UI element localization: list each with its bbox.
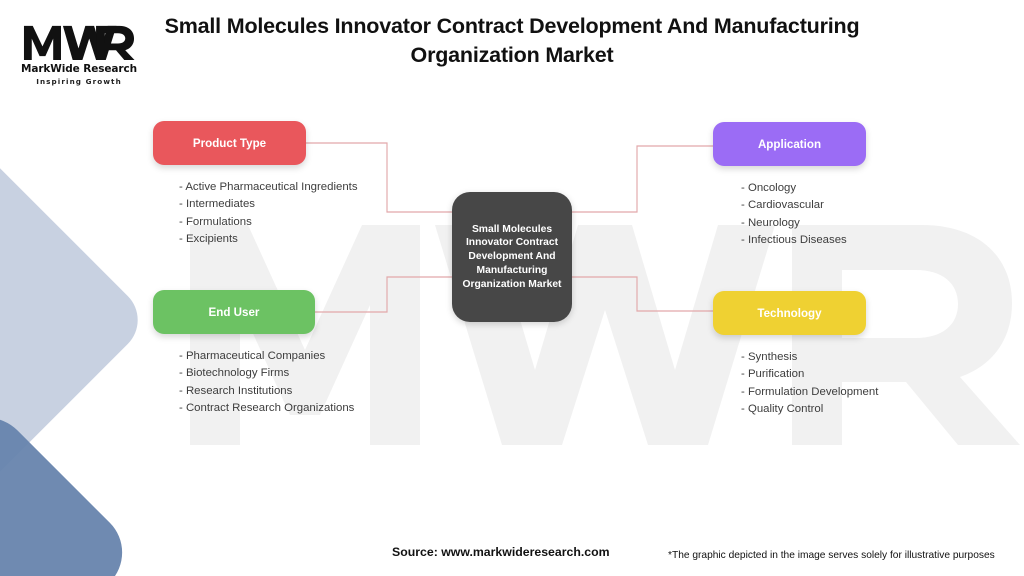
branch-product-type: Product Type - Active Pharmaceutical Ing… (153, 121, 358, 249)
list-item: - Infectious Diseases (741, 234, 847, 247)
branch-technology: Technology - Synthesis - Purification - … (713, 291, 879, 419)
list-item: - Cardiovascular (741, 199, 824, 212)
list-item: - Active Pharmaceutical Ingredients (179, 181, 358, 193)
branch-pill-end-user[interactable]: End User (153, 290, 315, 334)
logo-company-name: MarkWide Research (20, 63, 137, 75)
branch-items-application: - Oncology - Cardiovascular - Neurology … (713, 180, 866, 250)
list-item: - Quality Control (741, 403, 824, 416)
footer-source[interactable]: Source: www.markwideresearch.com (392, 545, 610, 559)
list-item: - Neurology (741, 216, 800, 229)
list-item: - Research Institutions (179, 384, 293, 397)
list-item: - Contract Research Organizations (179, 402, 355, 415)
list-item: - Pharmaceutical Companies (179, 350, 326, 362)
branch-pill-technology[interactable]: Technology (713, 291, 866, 335)
branch-pill-application[interactable]: Application (713, 122, 866, 166)
list-item: - Formulations (179, 215, 252, 228)
center-node-label: Small Molecules Innovator Contract Devel… (462, 223, 562, 290)
branch-end-user: End User - Pharmaceutical Companies - Bi… (153, 290, 355, 418)
branch-label-end-user: End User (208, 305, 260, 319)
branch-items-end-user: - Pharmaceutical Companies - Biotechnolo… (153, 348, 355, 418)
brand-logo: MarkWide Research Inspiring Growth (18, 22, 140, 88)
page-title: Small Molecules Innovator Contract Devel… (164, 14, 860, 67)
footer-disclaimer: *The graphic depicted in the image serve… (668, 550, 995, 561)
mwr-logo-icon (23, 25, 135, 61)
branch-label-technology: Technology (757, 306, 822, 320)
center-node: Small Molecules Innovator Contract Devel… (452, 192, 572, 322)
list-item: - Biotechnology Firms (179, 367, 290, 380)
branch-pill-product-type[interactable]: Product Type (153, 121, 306, 165)
list-item: - Synthesis (741, 351, 798, 363)
branch-items-product-type: - Active Pharmaceutical Ingredients - In… (153, 179, 358, 249)
list-item: - Formulation Development (741, 385, 879, 398)
list-item: - Intermediates (179, 198, 255, 211)
decorative-shape-dark (0, 400, 140, 576)
branch-items-technology: - Synthesis - Purification - Formulation… (713, 349, 879, 419)
branch-label-product-type: Product Type (192, 136, 267, 150)
branch-label-application: Application (757, 137, 822, 151)
list-item: - Excipients (179, 233, 238, 246)
list-item: - Oncology (741, 182, 797, 194)
branch-application: Application - Oncology - Cardiovascular … (713, 122, 866, 250)
list-item: - Purification (741, 368, 805, 381)
logo-tagline: Inspiring Growth (36, 77, 122, 86)
decorative-shape-light (0, 143, 152, 497)
